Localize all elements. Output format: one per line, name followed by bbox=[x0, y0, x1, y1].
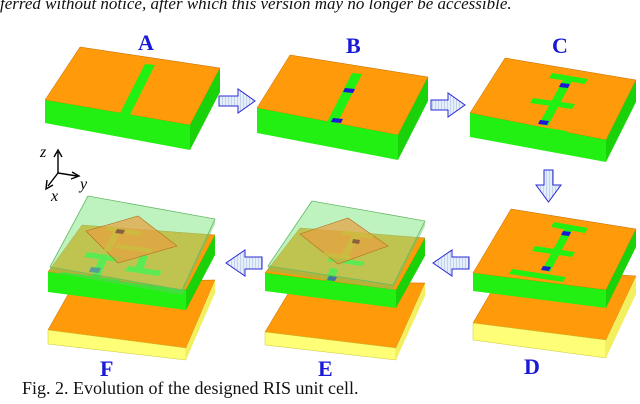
panel-label-d: D bbox=[524, 354, 540, 379]
panel-b-cell bbox=[256, 54, 429, 160]
panel-label-c: C bbox=[552, 33, 568, 58]
panel-d-cell bbox=[472, 208, 637, 359]
panel-label-b: B bbox=[346, 33, 361, 58]
arrow-right-icon bbox=[218, 88, 256, 114]
arrow-down-icon bbox=[535, 169, 562, 203]
panel-label-f: F bbox=[100, 356, 114, 381]
arrow-left-icon bbox=[225, 249, 263, 277]
panel-f-cell bbox=[47, 195, 216, 361]
arrow-left-icon bbox=[432, 249, 470, 277]
axis-y-label: y bbox=[78, 176, 88, 193]
panel-a-cell bbox=[44, 46, 221, 150]
header-text: ferred without notice, after which this … bbox=[0, 0, 512, 13]
panel-label-a: A bbox=[138, 30, 154, 55]
arrow-right-icon bbox=[430, 92, 466, 118]
figure-caption: Fig. 2. Evolution of the designed RIS un… bbox=[22, 378, 359, 398]
panel-label-e: E bbox=[318, 356, 333, 381]
panel-c-cell bbox=[469, 57, 637, 162]
axes-triad bbox=[45, 148, 81, 191]
panel-e-cell bbox=[264, 200, 426, 361]
axis-z-label: z bbox=[39, 144, 47, 161]
axis-x-label: x bbox=[50, 188, 58, 205]
